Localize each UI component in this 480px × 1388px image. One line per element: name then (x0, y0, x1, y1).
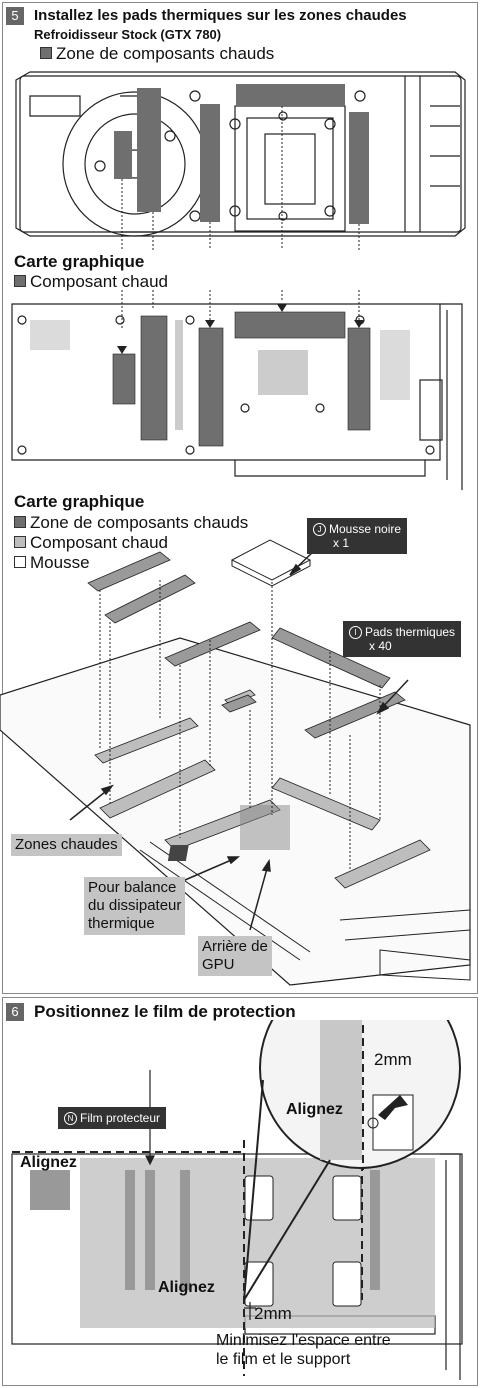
component-swatch-icon (14, 275, 26, 287)
letter-n-icon: N (64, 1112, 77, 1125)
letter-i-icon: I (349, 626, 362, 639)
balance-label-line2: du dissipateur (88, 897, 182, 914)
gap-label-zoom: 2mm (374, 1050, 412, 1069)
minimize-gap-line1: Minimisez l'espace entre (216, 1332, 391, 1349)
minimize-gap-line2: le film et le support (216, 1351, 351, 1368)
gpu-back-line2: GPU (202, 956, 235, 973)
step6-title: Positionnez le film de protection (34, 1002, 296, 1021)
graphics-card-front-diagram (11, 290, 463, 490)
hot-zones-label: Zones chaudes (11, 834, 122, 856)
protective-film-diagram (11, 1020, 463, 1380)
film-tag-label: Film protecteur (80, 1111, 161, 1125)
section2-legend-component: Composant chaud (14, 272, 168, 292)
component-swatch-icon (14, 536, 26, 548)
pads-tag-line2: x 40 (369, 639, 392, 653)
align-label-bottom: Alignez (158, 1279, 215, 1296)
step6-panel (2, 997, 478, 1386)
section3-legend-zone: Zone de composants chauds (14, 513, 248, 533)
foam-tag-line2: x 1 (333, 536, 350, 550)
balance-label-line3: thermique (88, 915, 155, 932)
step6-number: 6 (6, 1003, 24, 1021)
section3-title: Carte graphique (14, 492, 145, 511)
zone-swatch-icon (14, 516, 26, 528)
exploded-pads-diagram (0, 539, 471, 986)
section3-legend-component-label: Composant chaud (30, 533, 168, 552)
step5-number: 5 (6, 7, 24, 25)
minimize-gap-note: Minimisez l'espace entre le film et le s… (216, 1331, 391, 1369)
stock-cooler-diagram (15, 71, 466, 250)
section2-title: Carte graphique (14, 252, 145, 271)
step5-subtitle: Refroidisseur Stock (GTX 780) (34, 27, 222, 42)
align-label-left: Alignez (20, 1154, 77, 1171)
step5-panel (2, 2, 478, 994)
section3-legend-foam: Mousse (14, 553, 90, 573)
section3-legend-component: Composant chaud (14, 533, 168, 553)
section2-legend-label: Composant chaud (30, 272, 168, 291)
balance-label-line1: Pour balance (88, 879, 177, 896)
step5-title: Installez les pads thermiques sur les zo… (34, 7, 407, 24)
foam-tag-line1: Mousse noire (329, 522, 402, 536)
section3-legend-foam-label: Mousse (30, 553, 90, 572)
align-label-zoom: Alignez (286, 1101, 343, 1118)
gpu-back-line1: Arrière de (202, 938, 268, 955)
step5-legend-zone: Zone de composants chauds (40, 44, 274, 64)
gpu-back-label: Arrière de GPU (198, 936, 272, 976)
letter-j-icon: J (313, 523, 326, 536)
foam-swatch-icon (14, 556, 26, 568)
pads-tag-line1: Pads thermiques (365, 625, 456, 639)
zone-swatch-icon (40, 47, 52, 59)
section3-legend-zone-label: Zone de composants chauds (30, 513, 249, 532)
balance-label: Pour balance du dissipateur thermique (84, 877, 186, 935)
step5-legend-zone-label: Zone de composants chauds (56, 44, 275, 63)
gap-label-bottom: 2mm (254, 1304, 292, 1323)
